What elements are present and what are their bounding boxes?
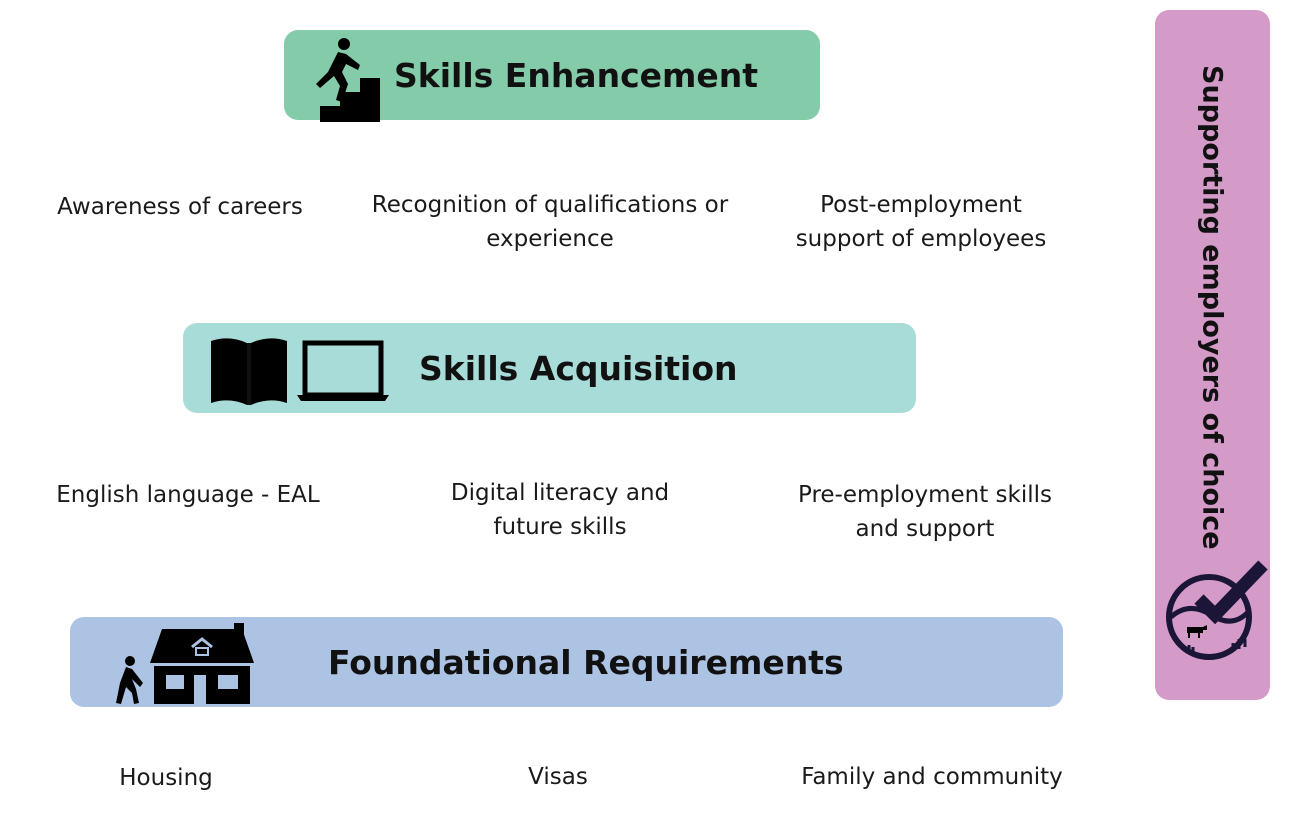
house-with-walker-icon [116, 623, 254, 704]
stairs-climber-icon [316, 38, 380, 122]
tier-item: English language - EAL [56, 482, 320, 508]
side-title: Supporting employers of choice [1196, 65, 1228, 550]
tier-title: Skills Enhancement [394, 55, 759, 95]
checkmark-emblem-icon [1166, 560, 1268, 660]
tier-item: Digital literacy and future skills [450, 480, 670, 540]
tier-item: Pre-employment skills and support [797, 482, 1053, 542]
supporting-employers-column: Supporting employers of choice [1155, 10, 1270, 700]
book-and-laptop-icon [211, 338, 389, 405]
skills-enhancement-band: Skills Enhancement [284, 30, 820, 122]
tier-item: Recognition of qualifications or experie… [371, 192, 729, 252]
tier-item: Housing [119, 765, 213, 791]
tier-item: Post-employment support of employees [795, 192, 1047, 252]
tier-item: Awareness of careers [57, 194, 303, 220]
tier-title: Skills Acquisition [419, 348, 738, 388]
skills-acquisition-band: Skills Acquisition [183, 323, 916, 413]
tier-item: Family and community [801, 764, 1063, 790]
tier-item: Visas [528, 764, 588, 790]
tier-title: Foundational Requirements [328, 642, 844, 682]
foundational-requirements-band: Foundational Requirements [70, 617, 1063, 707]
